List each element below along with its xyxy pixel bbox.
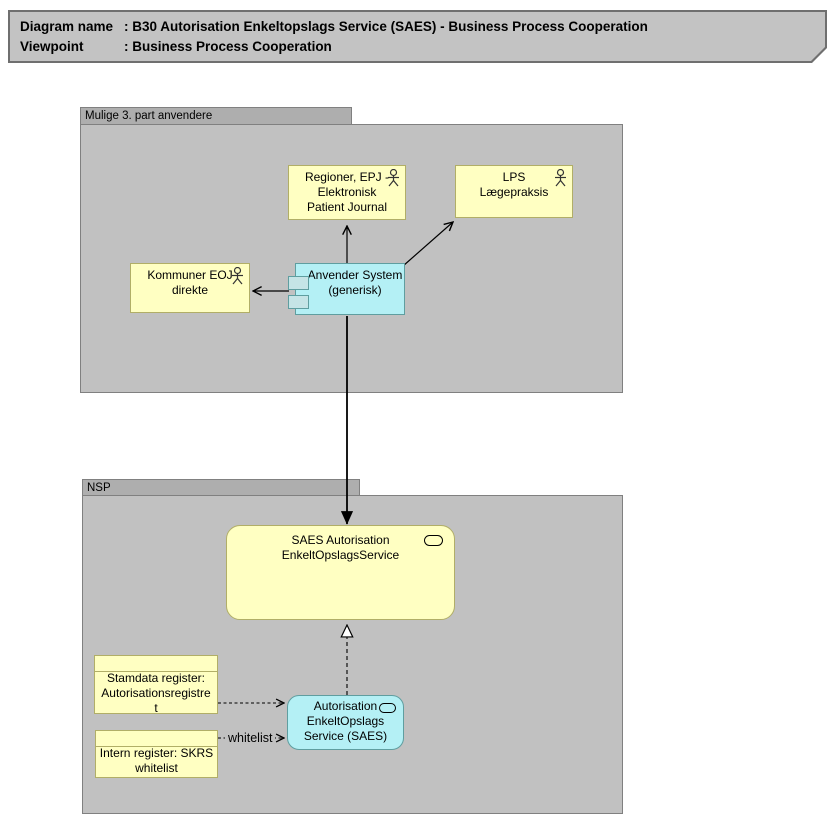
diagram-title-note: Diagram name : B30 Autorisation Enkeltop…	[8, 10, 827, 63]
node-intern-register[interactable]: Intern register: SKRS whitelist	[95, 730, 218, 778]
business-actor-icon	[232, 267, 243, 285]
node-saes-autorisation-enkeltopslagsservice[interactable]: SAES Autorisation EnkeltOpslagsService	[226, 525, 455, 620]
node-stamdata-register-label: Stamdata register: Autorisationsregistre…	[101, 671, 211, 715]
node-kommuner-eoj-label: Kommuner EOJ direkte	[147, 268, 233, 297]
business-object-band	[95, 656, 217, 672]
group-tab-mulige-3-part-anvendere[interactable]: Mulige 3. part anvendere	[80, 107, 352, 124]
node-regioner-epj[interactable]: Regioner, EPJ - Elektronisk Patient Jour…	[288, 165, 406, 220]
viewpoint-label: Viewpoint	[20, 39, 84, 54]
node-anvender-system[interactable]: Anvender System (generisk)	[288, 263, 405, 315]
group-label-mulige-3-part-anvendere: Mulige 3. part anvendere	[85, 110, 213, 122]
node-regioner-epj-label: Regioner, EPJ - Elektronisk Patient Jour…	[304, 170, 390, 214]
component-icon	[288, 276, 309, 290]
group-tab-nsp[interactable]: NSP	[82, 479, 360, 495]
node-autorisation-service-label: Autorisation EnkeltOpslags Service (SAES…	[303, 699, 388, 743]
business-actor-icon	[388, 169, 399, 187]
node-saes-label: SAES Autorisation EnkeltOpslagsService	[281, 533, 400, 562]
node-anvender-system-label: Anvender System (generisk)	[307, 268, 403, 297]
service-icon	[379, 703, 396, 713]
node-autorisation-enkeltopslags-service[interactable]: Autorisation EnkeltOpslags Service (SAES…	[287, 695, 404, 750]
node-stamdata-register[interactable]: Stamdata register: Autorisationsregistre…	[94, 655, 218, 715]
business-object-band	[96, 731, 217, 747]
diagram-name-value: : B30 Autorisation Enkeltopslags Service…	[124, 19, 648, 34]
component-icon	[288, 295, 309, 309]
edge-label-whitelist: whitelist	[225, 731, 276, 746]
service-icon	[424, 535, 443, 546]
node-lps-laegepraksis-label: LPS Lægepraksis	[479, 170, 549, 199]
node-lps-laegepraksis[interactable]: LPS Lægepraksis	[455, 165, 573, 218]
node-kommuner-eoj[interactable]: Kommuner EOJ direkte	[130, 263, 250, 313]
node-intern-register-label: Intern register: SKRS whitelist	[99, 746, 214, 775]
group-label-nsp: NSP	[87, 482, 111, 494]
diagram-title-note-body: Diagram name : B30 Autorisation Enkeltop…	[10, 12, 825, 61]
business-actor-icon	[555, 169, 566, 187]
viewpoint-value: : Business Process Cooperation	[124, 39, 332, 54]
diagram-name-label: Diagram name	[20, 19, 114, 34]
